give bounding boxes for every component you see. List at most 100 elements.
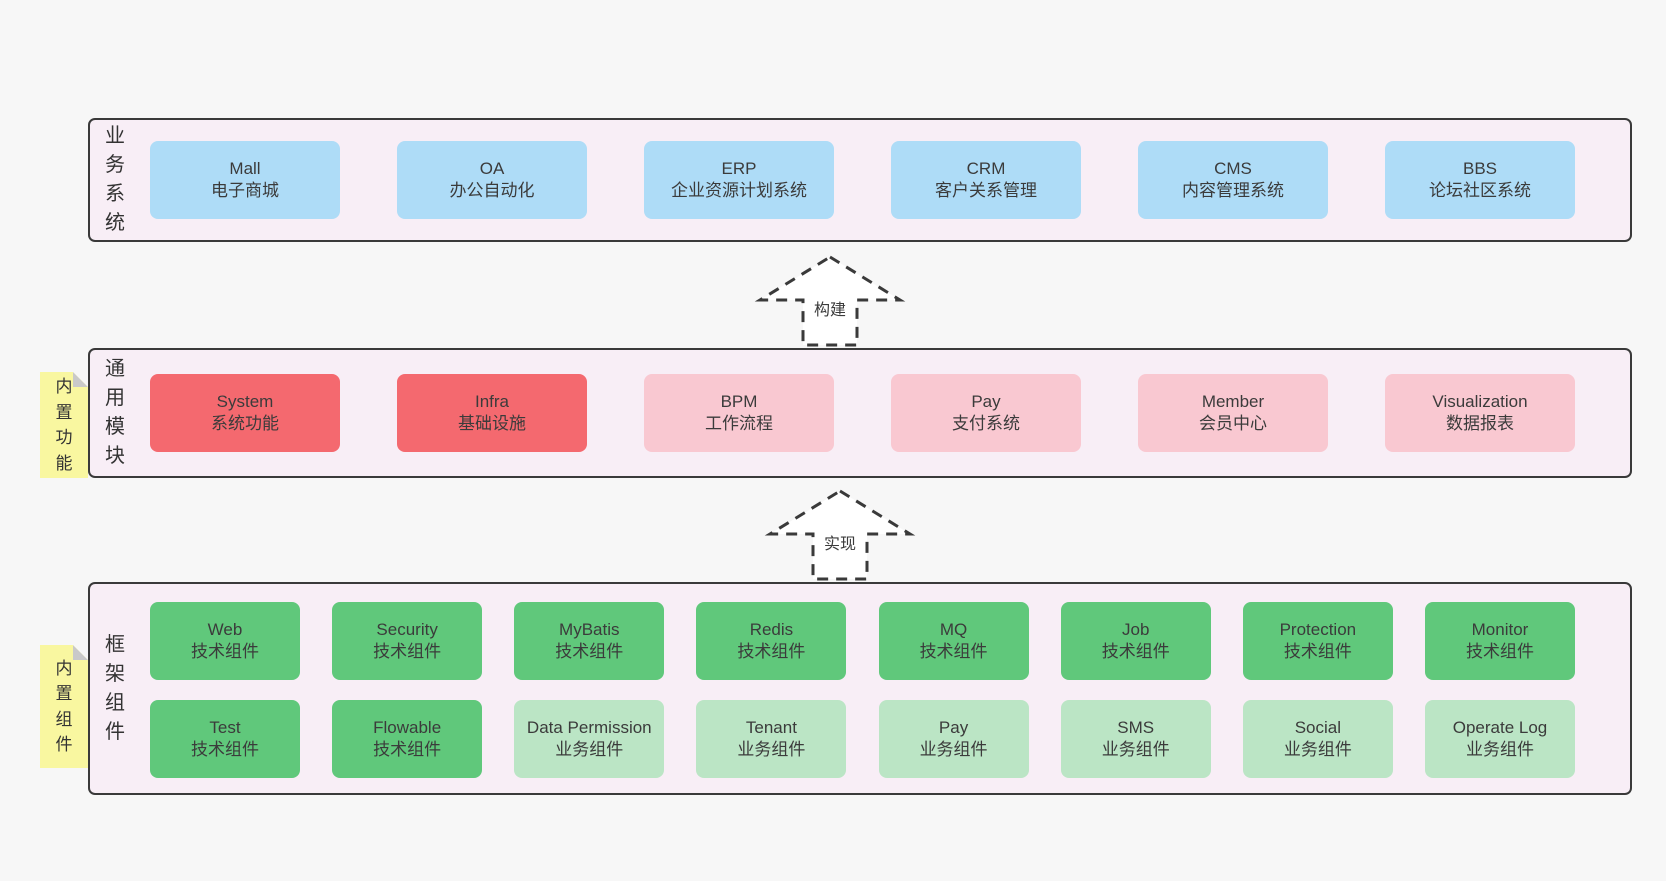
box-subtitle: 业务组件 <box>1283 740 1352 759</box>
box-subtitle: 内容管理系统 <box>1182 181 1284 200</box>
box-job: Job 技术组件 <box>1060 602 1211 680</box>
box-web: Web 技术组件 <box>150 602 300 680</box>
box-subtitle: 基础设施 <box>458 414 526 433</box>
box-title: Visualization <box>1432 391 1528 411</box>
box-subtitle: 业务组件 <box>1465 740 1534 759</box>
box-subtitle: 技术组件 <box>373 740 442 759</box>
sticky-note-text: 内置功能 <box>55 377 73 473</box>
box-subtitle: 技术组件 <box>373 642 442 661</box>
box-cms: CMS 内容管理系统 <box>1138 141 1328 219</box>
box-mq: MQ 技术组件 <box>878 602 1029 680</box>
box-title: Flowable <box>373 717 442 737</box>
box-title: MyBatis <box>559 619 620 639</box>
box-title: Member <box>1201 391 1265 411</box>
box-title: Test <box>209 717 241 737</box>
band-common-modules: 通用模块 System 系统功能 Infra 基础设施 BPM 工作流程 Pay… <box>88 348 1632 478</box>
box-title: BBS <box>1462 158 1498 178</box>
box-subtitle: 业务组件 <box>737 740 806 759</box>
sticky-note-built-in-features: 内置功能 <box>40 372 88 478</box>
box-title: Web <box>207 619 243 639</box>
box-system: System 系统功能 <box>150 374 340 452</box>
box-title: Tenant <box>745 717 797 737</box>
box-mall: Mall 电子商城 <box>150 141 340 219</box>
box-pay-component: Pay 业务组件 <box>878 700 1029 778</box>
box-data-permission: Data Permission 业务组件 <box>514 700 665 778</box>
box-title: BPM <box>720 391 758 411</box>
box-title: Pay <box>938 717 969 737</box>
box-test: Test 技术组件 <box>150 700 300 778</box>
framework-components-row-2: Test 技术组件 Flowable 技术组件 Data Permission … <box>90 700 1630 778</box>
box-subtitle: 业务组件 <box>1101 740 1170 759</box>
business-systems-row: Mall 电子商城 OA 办公自动化 ERP 企业资源计划系统 CRM 客户关系… <box>90 141 1630 219</box>
box-subtitle: 技术组件 <box>1283 642 1352 661</box>
box-erp: ERP 企业资源计划系统 <box>644 141 834 219</box>
box-subtitle: 企业资源计划系统 <box>671 181 807 200</box>
box-subtitle: 会员中心 <box>1199 414 1267 433</box>
box-protection: Protection 技术组件 <box>1242 602 1393 680</box>
box-operate-log: Operate Log 业务组件 <box>1424 700 1575 778</box>
framework-components-row-1: Web 技术组件 Security 技术组件 MyBatis 技术组件 Redi… <box>90 602 1630 680</box>
box-tenant: Tenant 业务组件 <box>696 700 847 778</box>
box-title: Protection <box>1279 619 1357 639</box>
box-mybatis: MyBatis 技术组件 <box>514 602 665 680</box>
box-subtitle: 技术组件 <box>191 642 259 661</box>
box-subtitle: 论坛社区系统 <box>1429 181 1531 200</box>
box-subtitle: 工作流程 <box>705 414 773 433</box>
sticky-fold-corner <box>73 372 88 387</box>
box-subtitle: 业务组件 <box>555 740 624 759</box>
band-framework-components: 框架组件 Web 技术组件 Security 技术组件 MyBatis 技术组件… <box>88 582 1632 795</box>
box-subtitle: 技术组件 <box>737 642 806 661</box>
box-title: CRM <box>966 158 1006 178</box>
implement-arrow-label: 实现 <box>819 529 861 555</box>
implement-arrow: 实现 <box>750 486 930 582</box>
box-subtitle: 技术组件 <box>1465 642 1534 661</box>
box-social: Social 业务组件 <box>1242 700 1393 778</box>
box-title: MQ <box>939 619 968 639</box>
box-title: Job <box>1121 619 1150 639</box>
box-visualization: Visualization 数据报表 <box>1385 374 1575 452</box>
box-subtitle: 业务组件 <box>919 740 988 759</box>
box-title: Data Permission <box>526 717 652 737</box>
box-subtitle: 技术组件 <box>555 642 624 661</box>
build-arrow: 构建 <box>740 252 920 348</box>
box-oa: OA 办公自动化 <box>397 141 587 219</box>
box-flowable: Flowable 技术组件 <box>332 700 483 778</box>
box-title: OA <box>479 158 505 178</box>
sticky-note-text: 内置组件 <box>55 658 73 754</box>
box-title: CMS <box>1214 158 1252 178</box>
box-title: Social <box>1294 717 1341 737</box>
box-redis: Redis 技术组件 <box>696 602 847 680</box>
sticky-note-built-in-components: 内置组件 <box>40 645 88 768</box>
box-infra: Infra 基础设施 <box>397 374 587 452</box>
box-subtitle: 办公自动化 <box>449 181 535 200</box>
box-member: Member 会员中心 <box>1138 374 1328 452</box>
box-title: Mall <box>229 158 261 178</box>
box-monitor: Monitor 技术组件 <box>1424 602 1575 680</box>
box-title: Security <box>376 619 438 639</box>
band-label-common-modules: 通用模块 <box>105 358 125 467</box>
box-security: Security 技术组件 <box>332 602 483 680</box>
common-modules-row: System 系统功能 Infra 基础设施 BPM 工作流程 Pay 支付系统… <box>90 374 1630 452</box>
box-bbs: BBS 论坛社区系统 <box>1385 141 1575 219</box>
box-subtitle: 数据报表 <box>1446 414 1514 433</box>
box-crm: CRM 客户关系管理 <box>891 141 1081 219</box>
band-business-systems: 业务系统 Mall 电子商城 OA 办公自动化 ERP 企业资源计划系统 CRM… <box>88 118 1632 242</box>
box-subtitle: 技术组件 <box>1101 642 1170 661</box>
box-title: SMS <box>1117 717 1155 737</box>
box-title: Infra <box>474 391 510 411</box>
band-label-framework-components: 框架组件 <box>105 633 125 743</box>
box-subtitle: 系统功能 <box>211 414 279 433</box>
box-subtitle: 电子商城 <box>211 181 279 200</box>
box-title: System <box>216 391 274 411</box>
box-bpm: BPM 工作流程 <box>644 374 834 452</box>
sticky-fold-corner <box>73 645 88 660</box>
box-subtitle: 技术组件 <box>191 740 259 759</box>
box-subtitle: 技术组件 <box>919 642 988 661</box>
box-title: Monitor <box>1471 619 1529 639</box>
box-title: Redis <box>749 619 794 639</box>
box-subtitle: 客户关系管理 <box>935 181 1037 200</box>
box-subtitle: 支付系统 <box>952 414 1020 433</box>
box-pay-module: Pay 支付系统 <box>891 374 1081 452</box>
build-arrow-label: 构建 <box>809 295 851 321</box>
